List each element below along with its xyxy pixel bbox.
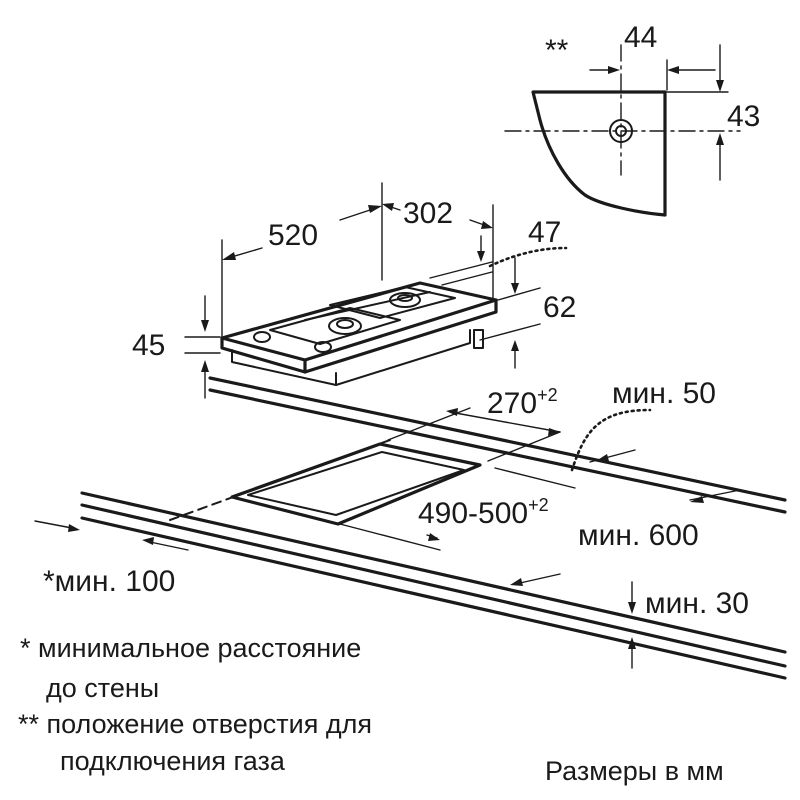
- label-270-value: 270: [487, 387, 537, 420]
- dim-270-arrow-b: [548, 428, 560, 436]
- dim-44-left-arrow: [608, 66, 620, 74]
- dim-600-arrow-top: [690, 496, 704, 503]
- label-min-100: *мин. 100: [43, 565, 175, 598]
- dim-302-arrow-b: [481, 221, 493, 229]
- burner-back-cap: [397, 294, 413, 302]
- label-min-30: мин. 30: [645, 587, 749, 620]
- dim-44-right-arrow: [667, 66, 679, 74]
- dim-50-line: [589, 449, 636, 463]
- gas-hole-outer: [609, 119, 633, 143]
- countertop-back-edge-top: [208, 376, 787, 502]
- ext-62-b: [479, 323, 541, 341]
- dim-100-line-b: [149, 541, 189, 551]
- dim-302-arrow-a: [382, 203, 394, 211]
- gas-hob: [220, 281, 498, 386]
- dim-43-top-arrow: [716, 80, 724, 92]
- countertop-front-edge-top: [80, 491, 787, 654]
- label-302: 302: [403, 197, 453, 230]
- burner-back: [389, 292, 421, 308]
- pan-support-mid: [304, 291, 431, 321]
- dim-45-arrow-bot: [201, 360, 209, 372]
- label-min-50: мин. 50: [612, 377, 716, 410]
- cutout-outer: [230, 442, 482, 526]
- label-47: 47: [528, 216, 561, 249]
- legend-notes: * минимальное расстояние до стены ** пол…: [18, 633, 724, 786]
- ext-490-front: [339, 523, 441, 551]
- dim-270-arrow-a: [446, 408, 458, 416]
- label-270: 270+2: [487, 385, 558, 420]
- dim-270-line: [449, 411, 561, 433]
- hob-side-edge: [303, 298, 498, 374]
- dim-600-arrow-bot: [510, 578, 523, 586]
- ext-270-right: [487, 431, 561, 462]
- ext-490-back: [494, 467, 576, 489]
- dim-43-bottom-arrow: [716, 133, 724, 145]
- label-45: 45: [132, 329, 165, 362]
- countertop: 270+2 мин. 50 490-500+2 мин. 600 *мин. 1…: [34, 376, 787, 680]
- dim-100-line-a: [34, 520, 73, 529]
- hob-dimensions: 520 302 47 62 45: [132, 182, 576, 399]
- dim-30-arrow-bot: [628, 637, 636, 649]
- dim-50-arrow: [596, 454, 609, 461]
- gas-hole-inner: [615, 125, 627, 137]
- label-43: 43: [727, 100, 760, 133]
- note-2-line-2: подключения газа: [60, 746, 286, 776]
- note-1-line-1: * минимальное расстояние: [20, 633, 361, 663]
- dim-520-arrow-a: [222, 252, 236, 260]
- dim-62-arrow-bot: [511, 340, 519, 351]
- label-62: 62: [543, 291, 576, 324]
- dim-50-leader: [570, 408, 652, 472]
- label-gas-marker: **: [545, 34, 569, 67]
- ext-47-b: [441, 271, 493, 286]
- dim-62-arrow-top: [511, 283, 519, 294]
- knob-right: [314, 341, 332, 353]
- countertop-front-edge: [80, 503, 787, 668]
- dim-47-leader: [488, 246, 568, 268]
- label-490-value: 490-500: [418, 497, 528, 530]
- dim-30-arrow-top: [628, 602, 636, 614]
- ext-47-a: [429, 261, 493, 279]
- label-520: 520: [268, 219, 318, 252]
- dim-45-arrow-top: [201, 320, 209, 332]
- label-min-600: мин. 600: [578, 519, 699, 552]
- burner-front: [328, 317, 362, 335]
- note-1-line-2: до стены: [46, 673, 159, 703]
- dim-100-arrow-a: [68, 524, 80, 532]
- gas-detail-body: [531, 90, 667, 217]
- dim-100-arrow-b: [142, 537, 154, 545]
- countertop-back-edge: [208, 388, 787, 514]
- dim-490-arrow: [428, 533, 440, 541]
- cutout-inner: [247, 451, 465, 516]
- knob-left: [253, 331, 271, 343]
- label-490-500: 490-500+2: [418, 495, 549, 530]
- burner-front-cap: [336, 319, 354, 329]
- pan-support-back: [329, 286, 456, 319]
- hob-front-edge: [220, 336, 307, 374]
- label-490-tol: +2: [528, 495, 549, 515]
- countertop-front-edge-bot: [80, 516, 787, 680]
- note-2-line-1: ** положение отверстия для: [18, 709, 372, 739]
- dim-47-arrow: [477, 251, 485, 262]
- gas-connection-detail: 44 43 **: [504, 21, 760, 217]
- dim-520-arrow-b: [368, 205, 382, 213]
- units-caption: Размеры в мм: [545, 756, 724, 786]
- dim-600-line-bot: [519, 573, 561, 584]
- label-270-tol: +2: [537, 385, 558, 405]
- ext-62-a: [497, 287, 541, 301]
- label-44: 44: [624, 21, 657, 54]
